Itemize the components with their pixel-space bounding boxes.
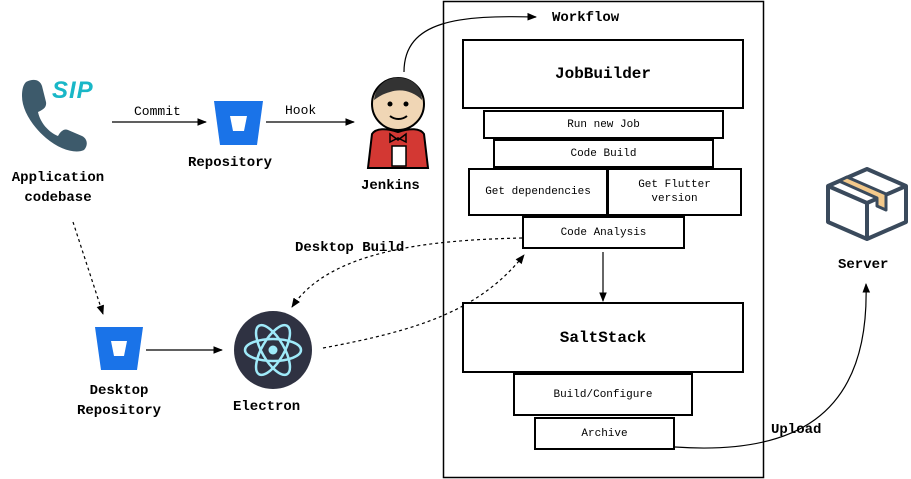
jenkins-label: Jenkins — [361, 178, 420, 194]
application-codebase-line2: codebase — [24, 190, 92, 206]
desktop-build-label: Desktop Build — [295, 240, 405, 256]
sip-phone-icon — [22, 79, 87, 152]
commit-label: Commit — [134, 104, 181, 119]
upload-label: Upload — [771, 422, 822, 438]
workflow-container — [442, 0, 765, 479]
archive-box: Archive — [534, 417, 675, 450]
get-dependencies-box: Get dependencies — [468, 168, 608, 216]
desktop-repository-label: Desktop Repository — [60, 381, 178, 421]
build-configure-box: Build/Configure — [513, 373, 693, 416]
electron-icon — [234, 311, 312, 389]
sip-logo: SIP — [52, 77, 94, 104]
hook-label: Hook — [285, 103, 317, 118]
desktop-repository-line2: Repository — [76, 403, 161, 419]
get-flutter-line2: version — [651, 193, 698, 205]
codebase-to-desktop-repo-arrow — [72, 221, 104, 315]
code-analysis-box: Code Analysis — [522, 216, 685, 249]
workflow-title: Workflow — [552, 10, 620, 26]
get-flutter-line1: Get Flutter — [638, 179, 711, 191]
repository-label: Repository — [188, 155, 273, 171]
run-new-job-box: Run new Job — [483, 110, 724, 139]
desktop-build-arrow — [291, 237, 523, 308]
saltstack-box: SaltStack — [462, 302, 744, 373]
jenkins-icon — [366, 77, 430, 169]
application-codebase-label: Application codebase — [0, 168, 116, 208]
upload-arrow — [674, 283, 871, 449]
application-codebase-line1: Application — [11, 170, 105, 186]
get-flutter-version-box: Get Flutter version — [607, 168, 742, 216]
server-label: Server — [838, 257, 889, 273]
jobbuilder-box: JobBuilder — [462, 39, 744, 109]
server-box-icon — [826, 167, 908, 241]
bitbucket-repository-icon — [214, 101, 263, 145]
electron-to-code-analysis-arrow — [322, 254, 525, 349]
jenkins-to-workflow-arrow — [403, 12, 537, 73]
code-build-box: Code Build — [493, 139, 714, 168]
desktop-repository-icon — [95, 327, 143, 370]
desktop-repository-line1: Desktop — [89, 383, 149, 399]
electron-label: Electron — [233, 399, 301, 415]
